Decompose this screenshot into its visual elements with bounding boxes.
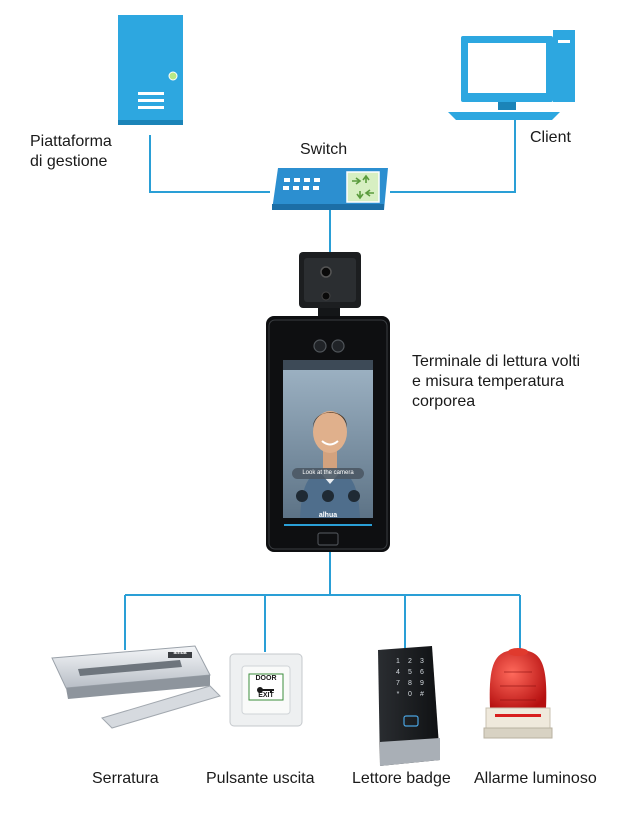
server-label-line-1: Piattaforma — [30, 133, 112, 150]
terminal-label: Terminale di lettura volti e misura temp… — [412, 352, 632, 412]
keypad-key: 6 — [420, 669, 424, 676]
alarm-light-device — [483, 648, 553, 739]
keypad-key: 4 — [396, 669, 400, 676]
server-label: Piattaforma di gestione — [30, 132, 112, 172]
keypad-key: 5 — [408, 669, 412, 676]
terminal-brand: alhua — [318, 512, 338, 519]
keypad-key: 1 — [396, 658, 400, 665]
terminal-label-line-1: Terminale di lettura volti — [412, 353, 581, 370]
card-reader-keypad: 1 2 3 4 5 6 7 8 9 * 0 # — [392, 658, 428, 698]
exit-plate-top: DOOR — [255, 675, 277, 682]
card-reader-label: Lettore badge — [352, 770, 451, 787]
terminal-label-line-2: e misura temperatura — [412, 373, 565, 390]
terminal-label-line-3: corporea — [412, 393, 476, 410]
connection-lines — [124, 112, 521, 652]
keypad-key: # — [420, 691, 424, 698]
key-icon — [257, 687, 274, 693]
lock-brand: alhua — [173, 650, 187, 656]
card-reader-device — [378, 646, 440, 766]
keypad-key: * — [396, 691, 400, 698]
keypad-key: 2 — [408, 658, 412, 665]
keypad-key: 0 — [408, 691, 412, 698]
magnetic-lock-device — [51, 645, 221, 729]
keypad-key: 3 — [420, 658, 424, 665]
keypad-key: 9 — [420, 680, 424, 687]
server-icon — [118, 15, 183, 125]
server-label-line-2: di gestione — [30, 153, 108, 170]
switch-icon — [272, 168, 388, 210]
exit-button-label: Pulsante uscita — [206, 770, 315, 787]
lock-label: Serratura — [92, 770, 159, 787]
client-computer-icon — [448, 30, 575, 120]
terminal-screen-prompt: Look at the camera — [302, 470, 354, 476]
keypad-key: 7 — [396, 680, 400, 687]
keypad-key: 8 — [408, 680, 412, 687]
switch-label: Switch — [300, 141, 348, 158]
face-terminal-device — [266, 252, 390, 552]
line-server-switch — [149, 135, 270, 193]
alarm-label: Allarme luminoso — [474, 770, 597, 787]
line-client-switch — [390, 112, 516, 193]
exit-button-device — [229, 653, 303, 727]
client-label: Client — [530, 129, 571, 146]
exit-plate-bottom: EXIT — [258, 692, 274, 699]
